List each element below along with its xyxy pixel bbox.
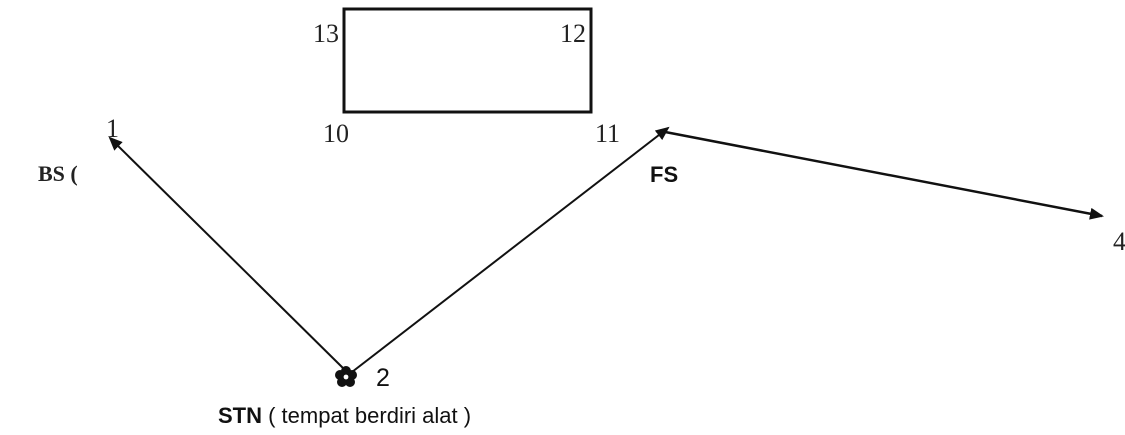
- station-caption-bold: STN: [218, 403, 262, 428]
- flower-icon: [335, 366, 357, 387]
- point-label-4: 4: [1113, 227, 1125, 256]
- station-caption: STN ( tempat berdiri alat ): [218, 403, 471, 428]
- corner-label-10: 10: [323, 119, 349, 148]
- corner-label-11: 11: [595, 119, 620, 148]
- station-caption-rest: ( tempat berdiri alat ): [262, 403, 471, 428]
- backsight-label: BS (: [38, 161, 78, 186]
- point-label-2: 2: [376, 364, 390, 392]
- point-11-to-4-line: [659, 129, 1104, 220]
- building-outline: [342, 7, 593, 114]
- backsight-line: [108, 136, 346, 371]
- corner-label-12: 12: [560, 19, 586, 48]
- point-label-1: 1: [106, 114, 119, 143]
- corner-label-13: 13: [313, 19, 339, 48]
- foresight-line: [351, 126, 670, 373]
- foresight-label: FS: [650, 162, 678, 187]
